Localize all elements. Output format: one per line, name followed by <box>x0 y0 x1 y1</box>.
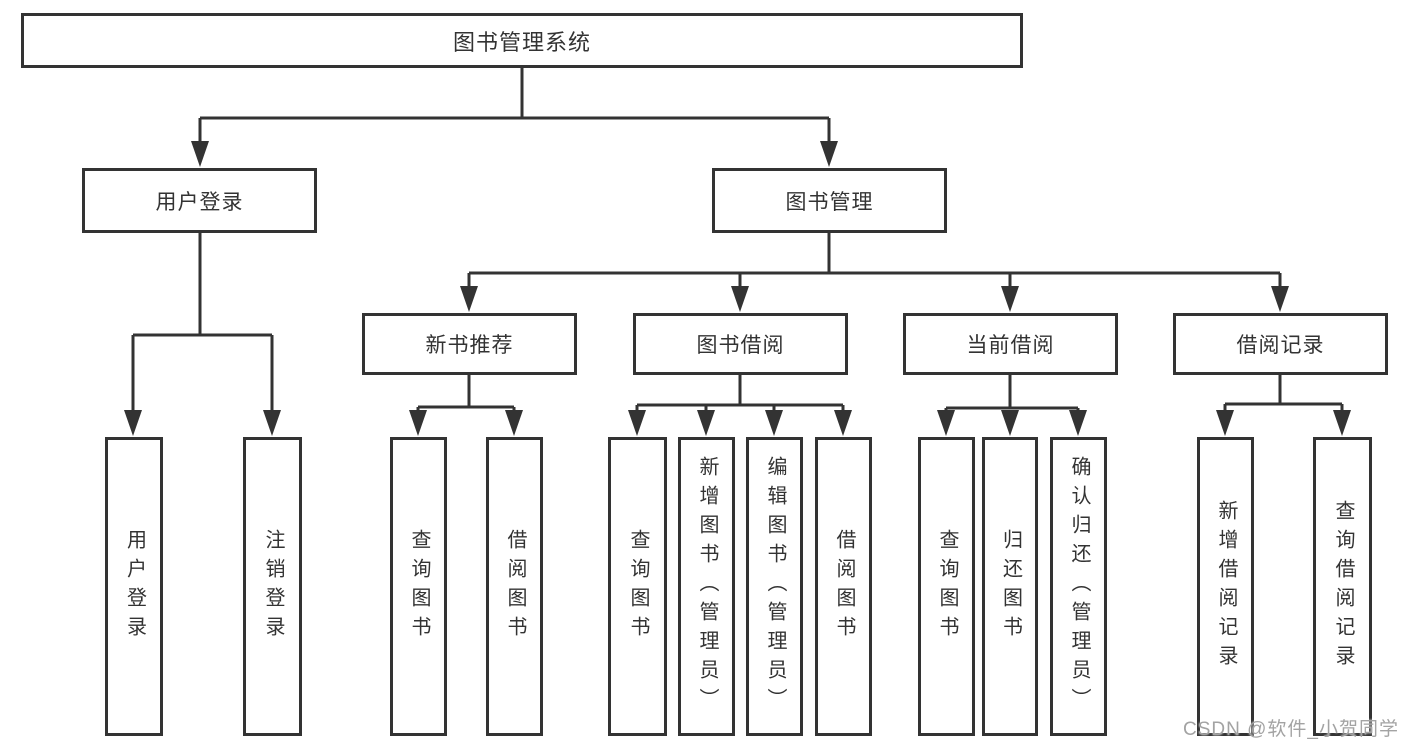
leaf-label: 查询图书 <box>627 528 649 645</box>
node-current-borrowing: 当前借阅 <box>903 313 1118 375</box>
leaf-label: 确认归还（管理员） <box>1068 456 1090 717</box>
leaf-label: 新增借阅记录 <box>1215 499 1237 674</box>
leaf-label: 查询图书 <box>936 528 958 645</box>
leaf-user-login: 用户登录 <box>105 437 163 736</box>
leaf-label: 借阅图书 <box>504 528 526 645</box>
leaf-label: 编辑图书（管理员） <box>764 456 786 717</box>
leaf-return-books: 归还图书 <box>982 437 1038 736</box>
leaf-add-book-admin: 新增图书（管理员） <box>678 437 735 736</box>
node-book-management: 图书管理 <box>712 168 947 233</box>
leaf-label: 查询图书 <box>408 528 430 645</box>
leaf-edit-book-admin: 编辑图书（管理员） <box>746 437 803 736</box>
node-root: 图书管理系统 <box>21 13 1023 68</box>
leaf-logout: 注销登录 <box>243 437 302 736</box>
node-book-borrowing: 图书借阅 <box>633 313 848 375</box>
leaf-add-borrow-record: 新增借阅记录 <box>1197 437 1254 736</box>
leaf-label: 查询借阅记录 <box>1332 499 1354 674</box>
leaf-query-books-2: 查询图书 <box>608 437 667 736</box>
leaf-query-books-3: 查询图书 <box>918 437 975 736</box>
leaf-borrow-books-1: 借阅图书 <box>486 437 543 736</box>
leaf-label: 借阅图书 <box>833 528 855 645</box>
watermark: CSDN @软件_小贺同学 <box>1183 719 1399 740</box>
node-new-book-recommend: 新书推荐 <box>362 313 577 375</box>
node-user-login: 用户登录 <box>82 168 317 233</box>
leaf-query-books-1: 查询图书 <box>390 437 447 736</box>
leaf-label: 用户登录 <box>123 528 146 645</box>
leaf-query-borrow-record: 查询借阅记录 <box>1313 437 1372 736</box>
leaf-confirm-return-admin: 确认归还（管理员） <box>1050 437 1107 736</box>
leaf-label: 归还图书 <box>999 528 1022 645</box>
leaf-label: 注销登录 <box>262 528 284 645</box>
arrowhead-icons <box>124 141 1351 436</box>
leaf-label: 新增图书（管理员） <box>696 456 718 717</box>
leaf-borrow-books-2: 借阅图书 <box>815 437 872 736</box>
node-borrowing-records: 借阅记录 <box>1173 313 1388 375</box>
